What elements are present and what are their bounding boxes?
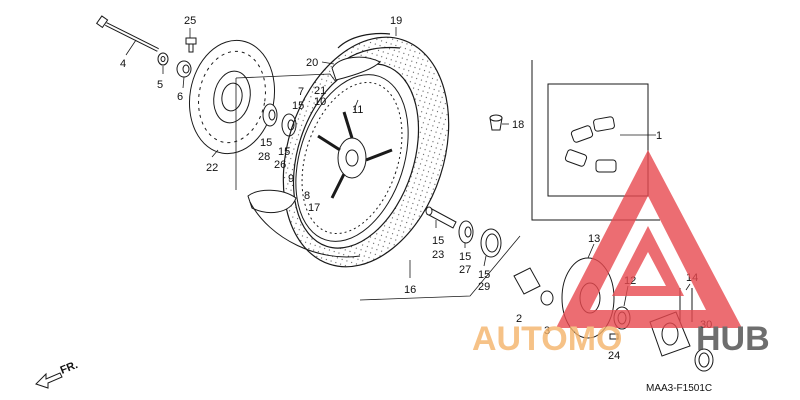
axle-part-4 [95, 15, 159, 52]
part-label: 7 [298, 86, 304, 98]
part-label: 4 [120, 58, 126, 70]
part-label: 16 [404, 284, 416, 296]
part-label: 15 [478, 269, 490, 281]
seal-part-30 [694, 348, 714, 372]
part-label: 19 [390, 15, 402, 27]
brake-disc-part-22 [188, 39, 276, 155]
grommet-part-18 [489, 114, 503, 131]
part-label: 28 [258, 151, 270, 163]
nut-part-6 [176, 60, 192, 78]
part-label: 6 [177, 91, 183, 103]
bolt-part-25 [185, 37, 197, 53]
watermark: AUTOMO HUB [472, 150, 770, 358]
part-label: 1 [656, 130, 662, 142]
part-label: 26 [274, 159, 286, 171]
washer-part-5 [157, 52, 169, 66]
part-label: 15 [459, 251, 471, 263]
bolt-part-24 [609, 333, 619, 340]
part-label: 8 [304, 190, 310, 202]
direction-label: FR. [59, 359, 80, 377]
tube-part-20 [331, 56, 381, 81]
wheel-part-16 [295, 74, 409, 242]
part-label: 15 [432, 235, 444, 247]
watermark-text-left: AUTOMO [472, 320, 622, 358]
part-number-labels: 1 2 3 4 5 6 7 8 9 10 11 12 13 14 15 15 1… [120, 15, 712, 362]
part-label: 15 [292, 100, 304, 112]
dashed-assembly-box [235, 73, 521, 301]
watermark-text-right: HUB [696, 320, 770, 358]
part-label: 22 [206, 162, 218, 174]
part-label: 11 [352, 104, 363, 116]
bearing-part-27 [458, 220, 474, 244]
part-label: 23 [432, 249, 444, 261]
part-label: 3 [544, 325, 550, 337]
part-label: 21 [314, 85, 326, 97]
part-label: 18 [512, 119, 524, 131]
part-label: 20 [306, 57, 318, 69]
part-label: 2 [516, 313, 522, 325]
front-direction-arrow [35, 372, 63, 389]
part-label: 9 [288, 173, 294, 185]
watermark-triangle-logo [556, 150, 742, 328]
bearing-part-28 [262, 103, 278, 127]
part-label: 13 [588, 233, 600, 245]
part-label: 17 [308, 202, 320, 214]
nut-part-3 [540, 290, 554, 306]
seal-part-29 [480, 228, 502, 258]
collar-part-2 [513, 267, 541, 295]
damper-rubber-part-1 [564, 116, 617, 173]
spacer-part-23 [425, 206, 457, 229]
part-label: 10 [314, 96, 326, 108]
watermark-inner-triangle [612, 226, 684, 296]
part-label: 15 [278, 146, 290, 158]
part-label: 27 [459, 264, 471, 276]
part-label: 24 [608, 350, 620, 362]
rim-band-part-17 [247, 189, 361, 258]
part-label: 15 [260, 137, 272, 149]
part-label: 29 [478, 281, 490, 293]
part-label: 25 [184, 15, 196, 27]
drawing-code: MAA3-F1501C [646, 383, 712, 394]
part-label: 5 [157, 79, 163, 91]
